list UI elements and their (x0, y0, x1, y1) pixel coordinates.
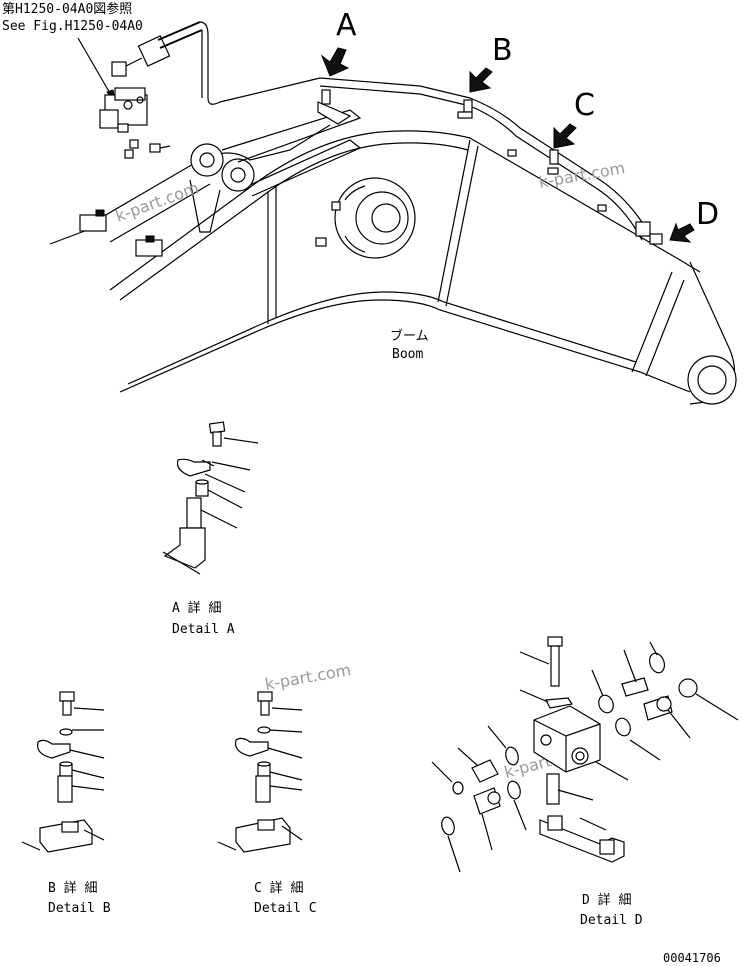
detail-d-jp: D 詳 細 (582, 892, 631, 908)
boom-label-jp: ブーム (390, 328, 429, 344)
arrow-label-b: B (492, 33, 513, 68)
boom-label-en: Boom (392, 347, 423, 362)
figure-number: 00041706 (663, 951, 721, 965)
detail-a-parts (162, 421, 259, 575)
detail-a-en: Detail A (172, 622, 235, 637)
detail-b-en: Detail B (48, 901, 111, 916)
valve-assembly (99, 35, 171, 159)
arrow-b (469, 67, 493, 93)
boom-foot (79, 109, 362, 257)
detail-d-parts (431, 636, 739, 873)
arrow-c (553, 123, 577, 149)
arrow-d (669, 222, 695, 243)
arrow-label-a: A (336, 8, 357, 43)
arrow-label-c: C (574, 88, 595, 123)
hose-top (157, 21, 651, 241)
detail-c-parts (217, 691, 303, 853)
detail-b-jp: B 詳 細 (48, 880, 97, 896)
boom-body (49, 130, 737, 405)
reference-jp: 第H1250-04A0図参照 (2, 1, 132, 17)
arrow-label-d: D (696, 197, 719, 232)
detail-b-parts (21, 691, 105, 853)
detail-c-jp: C 詳 細 (254, 880, 303, 896)
detail-d-en: Detail D (580, 913, 643, 928)
arrow-a (320, 47, 350, 77)
reference-en: See Fig.H1250-04A0 (2, 19, 143, 34)
detail-c-en: Detail C (254, 901, 317, 916)
boom-clamps (317, 89, 663, 245)
watermark-3: k-part.com (263, 660, 352, 694)
detail-a-jp: A 詳 細 (172, 600, 221, 616)
